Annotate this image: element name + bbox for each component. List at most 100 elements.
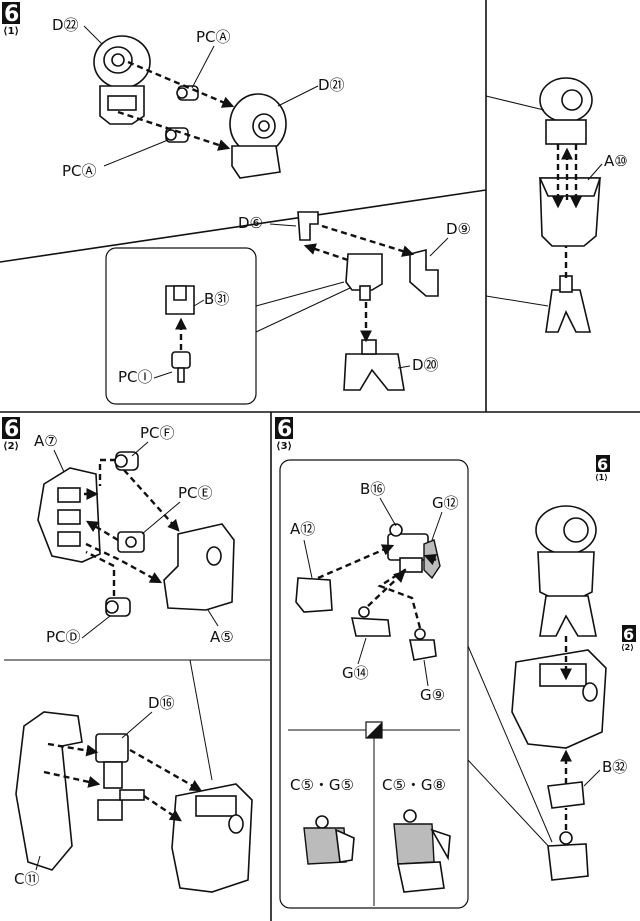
part-pc-f [114,451,139,471]
callout-line-6-2-a [189,659,213,781]
part-d9-bracket [409,248,439,297]
leader-a12 [303,539,313,579]
label-b31: B㉛ [204,290,229,308]
guide-arrow-d22-to-d21-top [127,60,235,108]
part-d16-hand-joint [95,733,145,821]
inset-frame-6-3 [279,459,469,909]
step-substep: ⟨3⟩ [276,441,292,452]
part-b31 [165,285,195,315]
label-d22: D㉒ [52,16,79,34]
part-g9-finger [409,628,437,661]
section-divider-diagonal [0,189,487,263]
step-number: 6 [597,455,608,474]
guide-arrow-d9-to-d6 [303,243,349,262]
part-d22-shoulder-cap [93,35,151,125]
part-hand-variant-open [393,809,451,893]
label-pc-a-top: PCⒶ [196,28,231,46]
leader-d22 [83,25,103,45]
leader-pc-i [153,371,173,379]
label-g12: G⑫ [432,494,459,512]
step-ref-badge-6-2: 6 ⟨2⟩ [621,625,636,652]
leader-d6 [269,223,297,227]
part-a12-hand-cover [295,577,333,613]
step-substep: ⟨1⟩ [3,26,19,37]
variant-icon [365,721,383,739]
part-forearm-assembled-right [511,649,607,749]
part-d6-bracket [297,211,319,241]
part-elbow-right [545,275,592,333]
label-pc-e: PCⒺ [178,484,213,502]
part-shoulder-assembly-right [539,77,593,145]
part-d21-shoulder-cap [229,93,287,179]
label-a10: A⑩ [604,152,628,170]
label-g9: G⑨ [420,686,445,704]
leader-pc-f [131,441,149,457]
label-a12: A⑫ [290,520,315,538]
part-a5-forearm-half [163,523,235,611]
part-b16-hand-frame [387,523,429,573]
part-pc-i [171,351,191,383]
part-hand-variant-fist [303,815,355,865]
leader-a7 [53,449,65,473]
part-g14-fingers [350,606,391,637]
step-badge-6-3: 6 ⟨3⟩ [275,417,293,452]
label-d6: D⑥ [238,214,263,232]
part-elbow-joint-center [345,253,383,301]
label-b16: B⑯ [360,480,385,498]
leader-g9 [423,659,429,687]
callout-line-top [485,95,545,111]
part-b32 [547,781,585,809]
part-a7-forearm-half [37,467,101,563]
label-pc-d: PCⒹ [46,628,81,646]
part-a10-upper-arm [538,177,602,247]
label-c5-g8: C⑤・G⑧ [382,776,446,794]
guide-arrow-d16-to-forearm-b [143,795,182,822]
label-pc-a-bottom: PCⒶ [62,162,97,180]
guide-arrow-g9-to-b16 [377,566,422,629]
guide-arrow-g12-to-b16 [423,553,438,566]
leader-pc-d [81,615,111,639]
label-a5: A⑤ [210,628,234,646]
label-d16: D⑯ [148,694,175,712]
leader-c11 [35,855,41,871]
part-c11-forearm-shell [15,711,83,871]
guide-arrow-pcf-to-a5 [123,469,180,532]
callout-line-6-3-top [467,645,553,843]
leader-d16 [121,711,153,739]
part-pc-d [105,597,131,617]
part-forearm-assembled [171,783,253,893]
leader-a5 [207,609,219,627]
inset-callout-bottom [255,287,351,333]
label-d20: D⑳ [412,356,439,374]
guide-arrow-pcf-to-a7 [98,458,116,486]
label-b32: B㉜ [602,758,627,776]
step-number: 6 [277,417,292,442]
guide-arrow-pce-to-a7 [85,520,119,542]
leader-g12 [431,511,443,541]
guide-arrow-c11-to-d16-a [47,742,99,757]
label-pc-f: PCⒻ [140,424,175,442]
part-d20-elbow-base [343,339,405,391]
step-ref-badge-6-1: 6 ⟨1⟩ [595,455,610,482]
step-substep: ⟨2⟩ [3,441,19,452]
leader-g14 [357,637,367,665]
guide-arrow-g14-to-b16 [367,570,406,607]
label-d9: D⑨ [446,220,471,238]
callout-line-6-3-bottom [467,759,553,851]
guide-arrow-a12-to-b16 [317,544,395,580]
leader-pc-e [141,501,181,535]
guide-arrow-d6-to-d9 [321,224,415,257]
inset-callout-top [255,281,345,307]
label-pc-i: PCⒾ [118,368,153,386]
leader-d21 [277,85,319,107]
leader-d9 [429,237,449,257]
leader-pc-a-top [191,45,215,89]
leader-a10 [587,163,603,181]
leader-b16 [379,497,397,527]
inset-frame-b31 [105,247,257,405]
label-d21: D㉑ [318,76,345,94]
leader-b32 [583,769,601,787]
label-c5-g5: C⑤・G⑤ [290,776,354,794]
leader-pc-a-bottom [103,139,169,167]
